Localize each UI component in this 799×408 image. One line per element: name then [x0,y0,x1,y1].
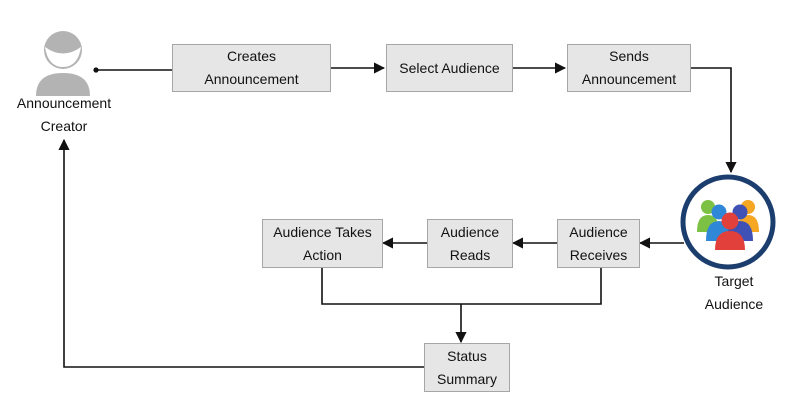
audience-takes-action-line-1: Audience Takes [273,223,372,240]
audience-reads-line-1: Audience [440,223,500,240]
select-audience-line-1: Select Audience [399,59,500,76]
user-icon [36,31,90,96]
audience-reads-line-2: Reads [449,246,491,263]
target-audience-label-line-2: Audience [704,296,764,312]
connector-merge-line [321,268,602,305]
arrow-sends-to-target [691,67,737,174]
status-summary-line-1: Status [447,347,487,364]
creates-announcement-line-2: Announcement [204,71,299,87]
announcement-creator-label-line-1: Announcement [16,95,112,111]
audience-receives-line-1: Audience [569,223,628,240]
target-audience-label-line-1: Target [714,273,754,289]
audience-takes-action-line-2: Action [303,246,342,263]
group-icon [680,174,776,270]
creates-announcement-line-1: Creates [226,48,277,64]
announcement-creator-label: Announcement Creator [2,92,126,138]
arrow-status-to-creator [58,138,424,368]
status-summary-line-2: Summary [437,370,497,387]
target-audience-label: Target Audience [682,270,786,316]
group-person-5 [715,212,745,250]
sends-announcement-line-2: Announcement [581,71,677,87]
audience-receives-line-2: Receives [569,246,628,263]
announcement-creator-label-line-2: Creator [40,118,88,134]
select-audience-box: Select Audience [386,44,513,92]
sends-announcement-line-1: Sends [609,48,649,64]
